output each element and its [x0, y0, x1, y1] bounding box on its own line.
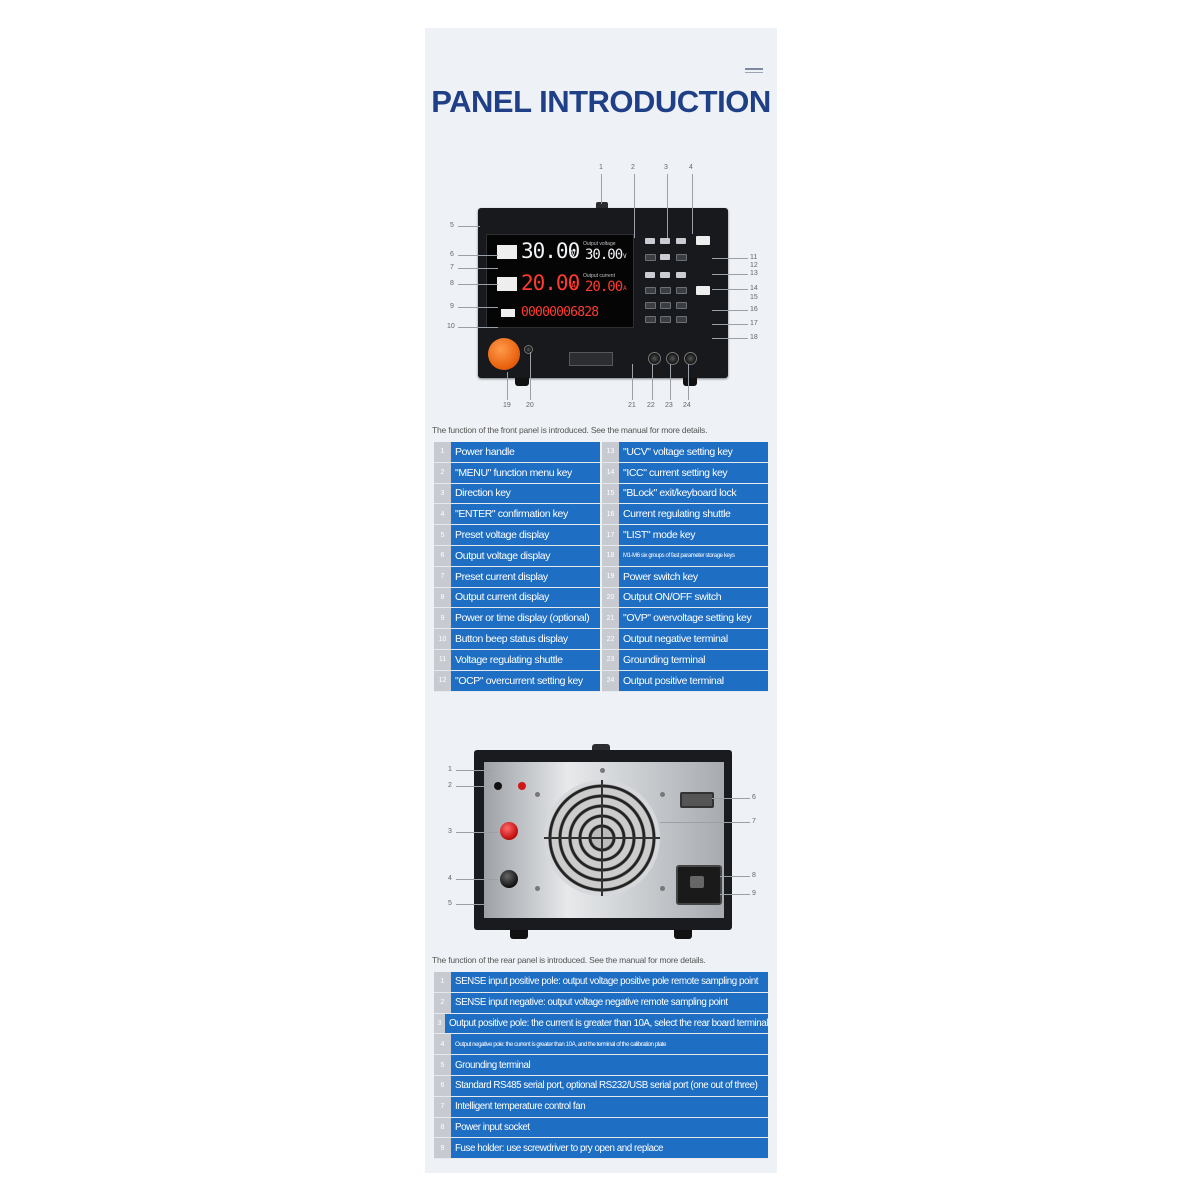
sense-negative-terminal [494, 782, 502, 790]
preset-voltage-value: 30.00 [521, 239, 580, 263]
output-current-unit: A [623, 285, 627, 292]
front-foot-left [515, 378, 529, 386]
front-item-row: 13"UCV" voltage setting key [602, 442, 768, 463]
rear-screw [600, 768, 605, 773]
preset-current-value: 20.00 [521, 271, 580, 295]
front-terminal-negative [648, 352, 661, 365]
rear-top-handle [592, 744, 610, 752]
front-lcd-display: 30.00 V Output voltage 30.00 V 20.00 A O… [486, 234, 634, 328]
rear-screw [660, 792, 665, 797]
rear-screw [535, 792, 540, 797]
output-current-label: Output current [583, 273, 615, 279]
front-table-right: 13"UCV" voltage setting key 14"ICC" curr… [602, 442, 768, 692]
output-voltage-unit: V [623, 253, 627, 260]
front-item-row: 14"ICC" current setting key [602, 462, 768, 484]
rear-screw [660, 886, 665, 891]
front-item-row: 21"OVP" overvoltage setting key [602, 608, 768, 630]
page-title: PANEL INTRODUCTION [431, 84, 771, 119]
output-voltage-label: Output voltage [583, 241, 616, 247]
rear-caption: The function of the rear panel is introd… [432, 955, 706, 965]
front-terminal-ground [666, 352, 679, 365]
rear-foot-right [674, 930, 692, 939]
preset-current-unit: A [571, 281, 576, 290]
front-item-row: 17"LIST" mode key [602, 525, 768, 546]
power-counter-value: 00000006828 [521, 305, 599, 320]
front-small-terminal [524, 345, 533, 354]
front-item-row: 4"ENTER" confirmation key [434, 504, 600, 526]
front-item-row: 12"OCP" overcurrent setting key [434, 670, 600, 692]
power-input-socket [676, 865, 722, 905]
corner-mark [745, 68, 763, 73]
power-switch-knob [488, 338, 520, 370]
front-item-row: 15"BLock" exit/keyboard lock [602, 483, 768, 505]
output-switch [569, 352, 613, 366]
front-caption: The function of the front panel is intro… [432, 425, 708, 435]
front-terminal-positive [684, 352, 697, 365]
front-item-row: 2"MENU" function menu key [434, 462, 600, 484]
fan-guard-horizontal [544, 837, 660, 839]
sense-positive-terminal [518, 782, 526, 790]
rs485-serial-port [680, 792, 714, 808]
rear-output-positive-post [500, 822, 518, 840]
rear-screw [535, 886, 540, 891]
preset-voltage-unit: V [571, 249, 576, 258]
output-current-value: 20.00 [585, 279, 623, 295]
front-top-handle [596, 202, 608, 210]
output-voltage-value: 30.00 [585, 247, 623, 263]
rear-foot-left [510, 930, 528, 939]
front-foot-right [683, 378, 697, 386]
rear-output-negative-post [500, 870, 518, 888]
